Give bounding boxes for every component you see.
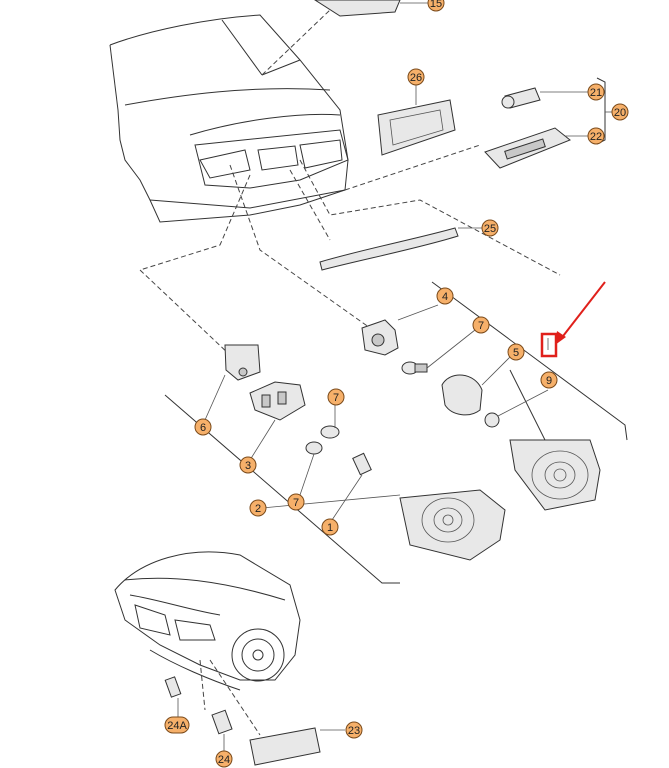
part-24-bulb [211,709,233,752]
svg-text:5: 5 [513,347,519,359]
part-9-nut [484,389,549,428]
svg-text:24A: 24A [167,720,187,732]
part-7-bulb-upper [401,329,476,375]
badge-24A: 24A [164,716,190,734]
leader-2 [261,494,401,509]
rear-leader-lines [139,9,561,356]
badge-23: 23 [345,721,363,739]
part-1-bulb [331,452,372,521]
front-leader-lines [199,659,261,736]
svg-text:2: 2 [255,503,261,515]
svg-text:6: 6 [200,422,206,434]
part-15-shape [314,0,428,17]
front-car-outline [114,551,301,691]
badge-26: 26 [407,68,425,86]
highlight-marker [540,281,606,358]
svg-text:22: 22 [590,131,602,143]
part-24A-bulb [164,676,182,718]
svg-text:4: 4 [442,291,448,303]
badge-7-middle: 7 [327,388,345,406]
svg-text:15: 15 [430,0,442,10]
svg-text:1: 1 [327,522,333,534]
badge-15: 15 [427,0,445,12]
part-3-bulb-carrier [249,381,306,461]
part-7-bulb-lower [299,441,323,496]
part-22-holder [484,127,588,169]
badge-20: 20 [611,103,629,121]
svg-text:3: 3 [245,460,251,472]
svg-text:20: 20 [614,107,626,119]
badge-25: 25 [481,219,499,237]
badge-6: 6 [194,418,212,436]
badge-7-upper: 7 [472,316,490,334]
part-26-license-plate-light [377,85,456,156]
part-7-bulb-middle [320,405,340,439]
part-23-side-marker [249,727,345,766]
badge-1: 1 [321,518,339,536]
svg-text:26: 26 [410,72,422,84]
badge-24: 24 [215,750,233,768]
svg-text:7: 7 [333,392,339,404]
svg-text:7: 7 [478,320,484,332]
part-21-bulb [501,87,588,109]
svg-text:9: 9 [546,375,552,387]
tail-light-right [509,439,601,511]
svg-text:23: 23 [348,725,360,737]
badge-9: 9 [540,371,558,389]
badge-2: 2 [249,499,267,517]
badge-22: 22 [587,127,605,145]
badge-5: 5 [507,343,525,361]
part-25-brake-light [319,227,482,271]
badge-7-lower: 7 [287,493,305,511]
svg-text:7: 7 [293,497,299,509]
part-5-cover [441,354,513,416]
svg-text:24: 24 [218,754,230,766]
svg-text:21: 21 [590,87,602,99]
badge-21: 21 [587,83,605,101]
badge-4: 4 [436,287,454,305]
tail-light-left [399,489,506,561]
badge-3: 3 [239,456,257,474]
svg-text:25: 25 [484,223,496,235]
rear-car-outline [109,14,349,223]
part-4-socket [361,304,439,356]
assembly-outline [164,281,628,584]
part-6-gasket [204,344,261,421]
